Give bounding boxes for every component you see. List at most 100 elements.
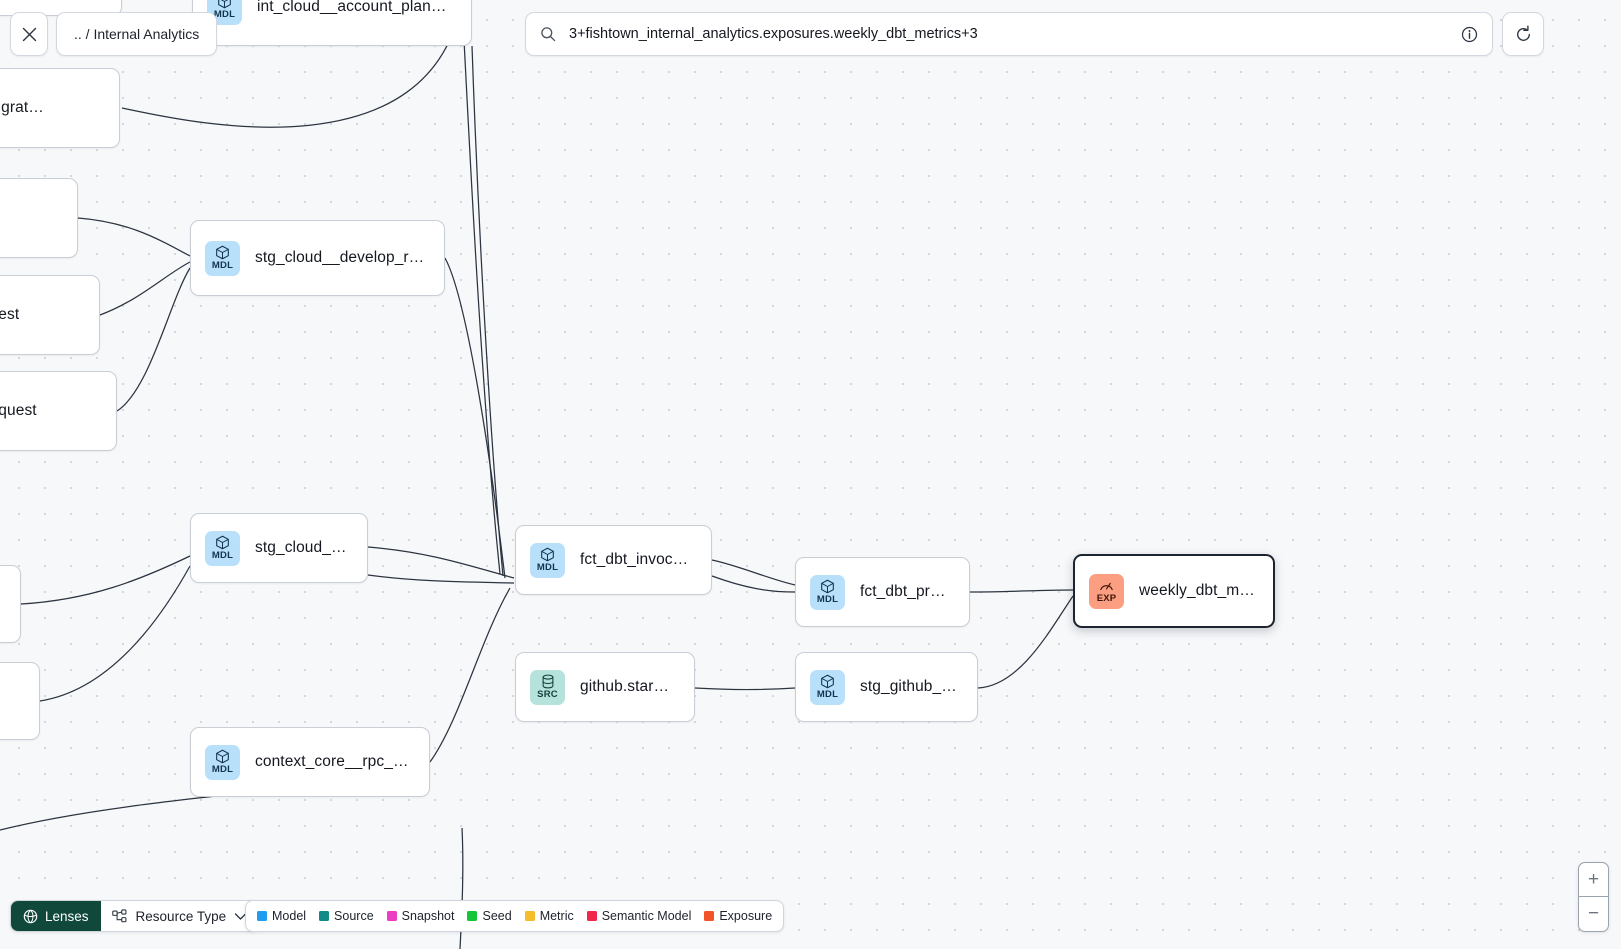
gauge-icon	[1100, 582, 1113, 590]
node-label: github.stargazers	[580, 678, 676, 695]
lineage-node-left_partial_run[interactable]: ….run	[0, 662, 40, 740]
lineage-edge	[429, 587, 511, 763]
model-badge: MDL	[205, 240, 240, 276]
resource-type-label: Resource Type	[135, 908, 227, 924]
legend-item[interactable]: Snapshot	[386, 909, 455, 923]
resource-type-icon	[111, 908, 126, 922]
lineage-node-develop_request_a[interactable]: …p_request	[0, 178, 78, 258]
node-label: stg_cloud__runs	[255, 539, 349, 556]
legend-swatch	[319, 911, 330, 921]
model-badge: MDL	[810, 574, 845, 610]
legend-label: Semantic Model	[601, 909, 692, 923]
lenses-control-group: Lenses Resource Type	[10, 900, 260, 932]
lineage-edge	[969, 589, 1074, 593]
legend-label: Metric	[539, 909, 574, 923]
lineage-edge	[711, 575, 796, 593]
lineage-node-fct_dbt_invocations[interactable]: MDL fct_dbt_invocations	[515, 525, 712, 595]
zoom-out-button[interactable]: −	[1587, 903, 1600, 924]
node-label: multicell_migrat…	[0, 99, 44, 116]
cube-icon	[218, 0, 231, 9]
lineage-edge	[711, 559, 796, 586]
lenses-label: Lenses	[45, 908, 89, 924]
lenses-button[interactable]: Lenses	[11, 901, 101, 931]
lineage-node-stg_cloud__runs[interactable]: MDL stg_cloud__runs	[190, 513, 368, 583]
breadcrumb[interactable]: .. / Internal Analytics	[56, 12, 218, 56]
node-label: snapshot_daily	[0, 0, 82, 1]
lineage-node-int_cloud__account_plan_history[interactable]: MDL int_cloud__account_plan_history	[192, 0, 472, 46]
legend-label: Snapshot	[401, 909, 455, 923]
cube-icon	[541, 547, 554, 562]
legend-swatch	[467, 911, 478, 921]
legend-swatch	[586, 911, 597, 921]
source-badge: SRC	[530, 669, 565, 705]
legend-swatch	[386, 911, 397, 921]
node-label: …velop_request	[0, 306, 20, 323]
node-label: stg_github__stars	[860, 678, 959, 695]
lineage-edge	[471, 45, 504, 577]
search-icon	[541, 27, 556, 42]
legend-item[interactable]: Model	[257, 909, 306, 923]
close-button[interactable]	[10, 12, 48, 56]
breadcrumb-label: .. / Internal Analytics	[74, 26, 200, 42]
refresh-button[interactable]	[1502, 12, 1544, 56]
cube-icon	[216, 749, 229, 764]
lineage-node-stg_github__stars[interactable]: MDL stg_github__stars	[795, 652, 978, 722]
lineage-edge	[116, 267, 191, 412]
close-icon	[22, 27, 36, 41]
legend-swatch	[704, 911, 715, 921]
search-bar[interactable]	[525, 12, 1493, 56]
refresh-icon	[1516, 25, 1530, 41]
badge-label: MDL	[816, 689, 839, 700]
cube-icon	[821, 674, 834, 689]
badge-label: MDL	[211, 260, 234, 271]
lineage-node-left_partial_n[interactable]: …n	[0, 565, 21, 643]
lineage-node-multicell_migration[interactable]: multicell_migrat…	[0, 68, 120, 148]
model-badge: MDL	[810, 669, 845, 705]
lenses-icon	[23, 909, 38, 923]
legend-swatch	[257, 911, 267, 921]
lineage-edge	[39, 565, 191, 702]
lineage-edge	[77, 217, 191, 257]
cube-icon	[821, 579, 834, 594]
legend-item[interactable]: Exposure	[704, 909, 772, 923]
model-badge: MDL	[205, 744, 240, 780]
resource-type-dropdown[interactable]: Resource Type	[100, 901, 259, 931]
badge-label: MDL	[816, 594, 839, 605]
lineage-node-github.stargazers[interactable]: SRC github.stargazers	[515, 652, 695, 722]
legend-item[interactable]: Source	[319, 909, 374, 923]
badge-label: EXP	[1096, 592, 1117, 604]
info-icon[interactable]	[1461, 26, 1478, 43]
legend-label: Seed	[482, 909, 512, 923]
exposure-badge: EXP	[1089, 573, 1124, 609]
lineage-edge	[367, 546, 515, 579]
legend-label: Source	[334, 909, 374, 923]
legend-item[interactable]: Semantic Model	[586, 909, 692, 923]
badge-label: MDL	[211, 764, 234, 775]
model-badge: MDL	[530, 542, 565, 578]
badge-label: MDL	[211, 550, 234, 561]
lineage-node-weekly_dbt_metrics[interactable]: EXP weekly_dbt_metrics	[1073, 554, 1275, 628]
legend-item[interactable]: Metric	[524, 909, 574, 923]
lineage-edge	[977, 595, 1074, 689]
lineage-node-develop_request_b[interactable]: …velop_request	[0, 275, 100, 355]
database-icon	[542, 674, 553, 689]
node-label: weekly_dbt_metrics	[1139, 582, 1255, 599]
lineage-node-develop_request_c[interactable]: …develop_request	[0, 371, 117, 451]
node-label: …develop_request	[0, 402, 37, 419]
legend-item[interactable]: Seed	[467, 909, 512, 923]
node-label: int_cloud__account_plan_history	[257, 0, 453, 15]
lineage-edge	[461, 0, 501, 575]
lineage-edge	[367, 574, 515, 584]
zoom-in-button[interactable]: +	[1579, 863, 1608, 897]
lineage-edge	[694, 687, 796, 691]
cube-icon	[216, 245, 229, 260]
legend-label: Model	[272, 909, 307, 923]
search-input[interactable]	[567, 25, 1450, 43]
node-label: fct_dbt_invocations	[580, 551, 693, 568]
badge-label: MDL	[213, 9, 236, 20]
model-badge: MDL	[205, 530, 240, 566]
